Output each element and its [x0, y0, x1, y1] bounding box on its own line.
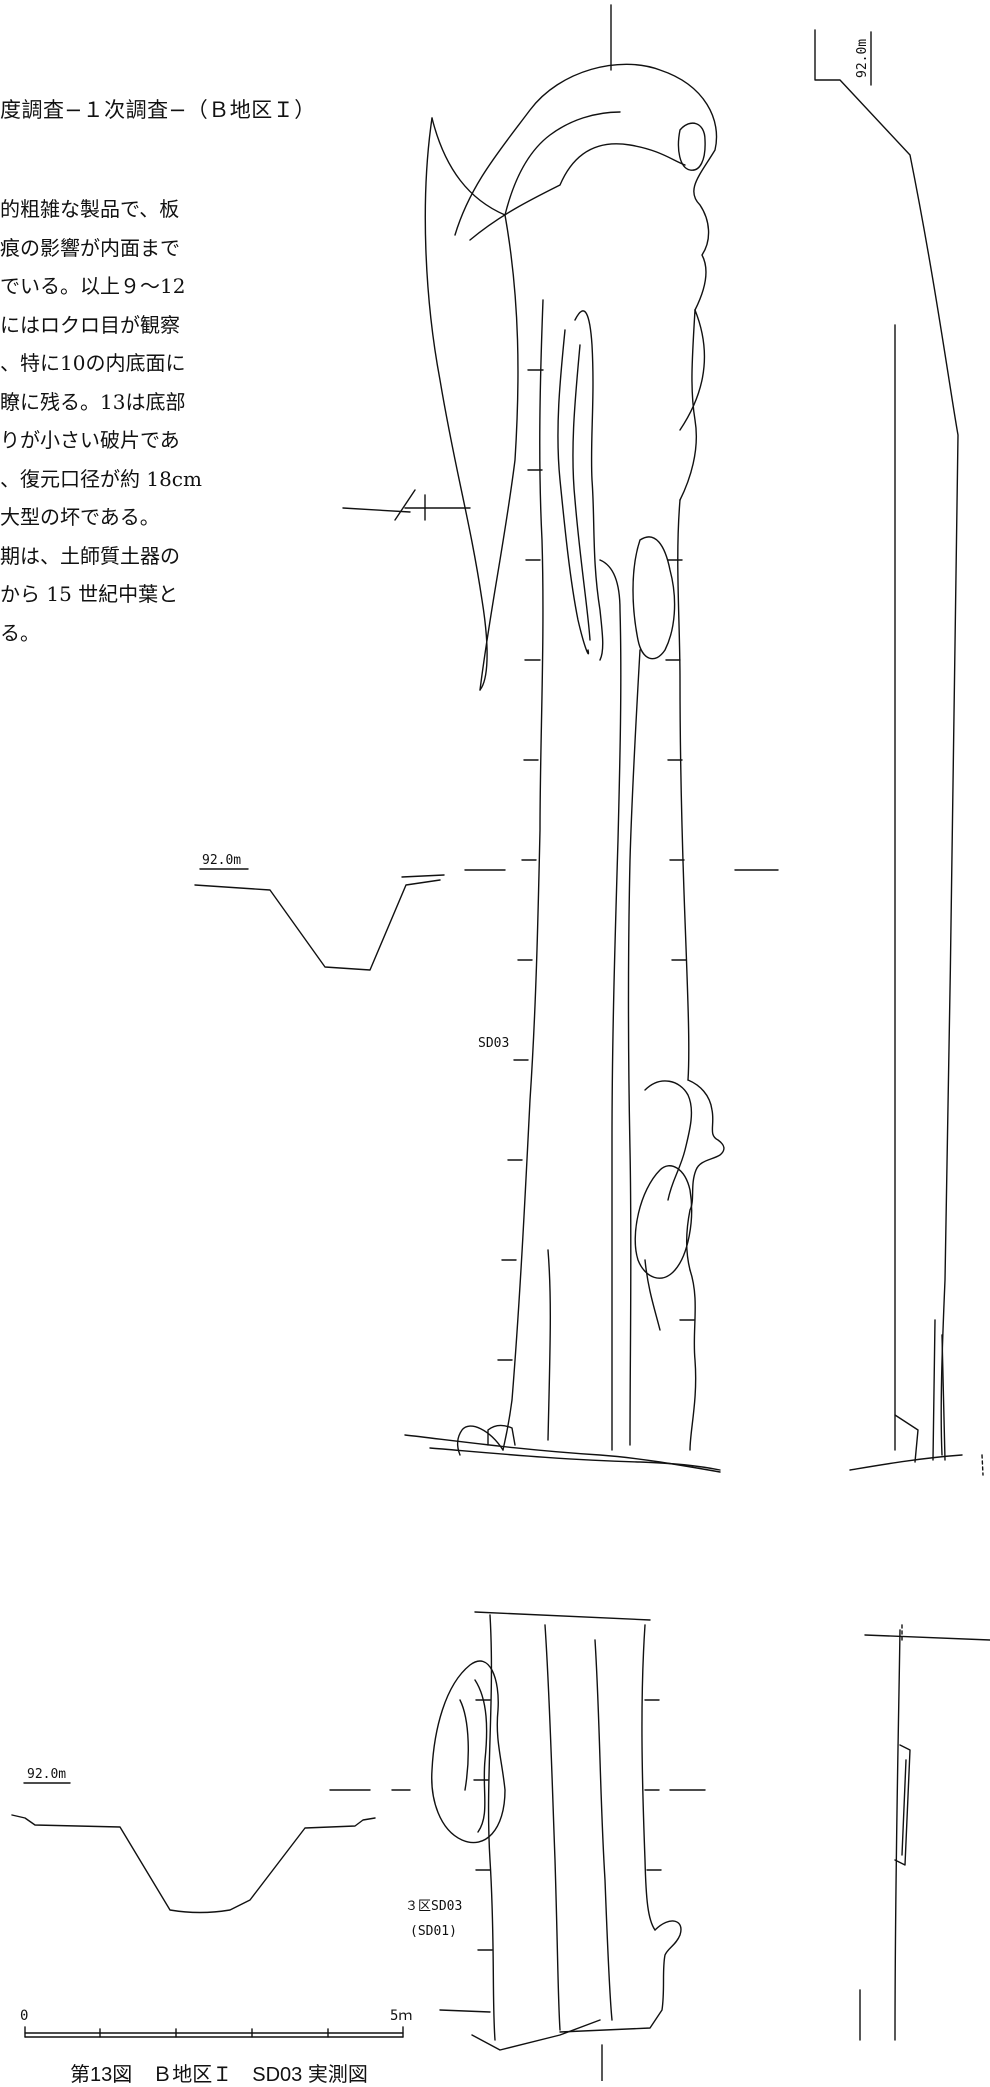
ditch-outline: [632, 536, 676, 660]
ditch-outline: [504, 111, 621, 216]
elevation-label-mid: 92.0m: [202, 853, 241, 868]
ditch-label-3ku-sd03: ３区SD03: [405, 1899, 462, 1914]
ditch-outline: [644, 1259, 661, 1331]
body-text: 的粗雑な製品で、板 痕の影響が内面まで でいる。以上９〜12 にはロクロ目が観察…: [0, 190, 215, 652]
ditch-outline: [502, 299, 544, 1451]
elevation-line: [941, 1334, 946, 1461]
body-line: る。: [0, 620, 40, 645]
baseline: [849, 1454, 963, 1471]
ditch-outline: [559, 1920, 682, 2033]
right-elevation-upper: 92.0m: [814, 29, 984, 1476]
datum-mark: [342, 489, 471, 521]
elevation-outline: [894, 1744, 911, 1866]
hachure-ticks: [473, 1699, 662, 1951]
elevation-label-bottom: 92.0m: [27, 1767, 66, 1782]
right-elevation-lower: [859, 1624, 990, 2041]
figure-caption: 第13図 Ｂ地区Ｉ SD03 実測図: [70, 2064, 368, 2086]
ditch-label-sd03: SD03: [478, 1036, 509, 1051]
ditch-outline: [574, 310, 604, 661]
body-line: りが小さい破片であ: [0, 428, 180, 452]
ditch-outline: [431, 117, 519, 691]
upper-plan: SD03: [342, 4, 779, 1473]
body-line: 痕の影響が内面まで: [0, 235, 180, 260]
body-line: 大型の坏である。: [0, 505, 160, 529]
elevation-outline: [864, 1634, 990, 1641]
elevation-line: [901, 1759, 907, 1856]
ditch-outline: [459, 1699, 469, 1791]
ditch-outline: [487, 1424, 516, 1446]
baseline: [439, 2009, 601, 2051]
lower-plan: ３区SD03 (SD01): [329, 1611, 706, 2081]
body-line: 、特に10の内底面に: [0, 351, 186, 375]
ditch-outline: [454, 63, 718, 311]
ditch-outline: [474, 1679, 488, 1833]
section-profile: [11, 1814, 376, 1914]
ditch-outline: [627, 649, 641, 1446]
section-profile: [194, 879, 441, 971]
ditch-outline: [599, 559, 622, 1451]
ditch-outline: [644, 1080, 693, 1201]
cross-section-mid: 92.0m: [194, 853, 445, 971]
body-line: から 15 世紀中葉と: [0, 582, 179, 606]
ditch-outline: [689, 1269, 697, 1451]
ditch-outline: [679, 309, 698, 501]
elevation-line: [932, 1319, 936, 1461]
elevation-outline: [814, 29, 959, 1456]
cross-section-bottom: 92.0m: [11, 1767, 376, 1914]
body-line: 瞭に残る。13は底部: [0, 389, 186, 414]
baseline: [429, 1447, 721, 1471]
body-line: 的粗雑な製品で、板: [0, 197, 180, 221]
elevation-label-top-right: 92.0m: [855, 39, 870, 78]
ditch-outline: [594, 1639, 613, 2021]
body-line: でいる。以上９〜12: [0, 274, 186, 298]
ditch-outline: [424, 117, 488, 691]
ditch-outline: [677, 122, 706, 171]
ditch-outline: [547, 1249, 552, 1441]
ditch-outline: [557, 329, 590, 655]
hachure-ticks: [497, 369, 695, 1361]
report-header: 度調査−１次調査−（Ｂ地区Ｉ）: [0, 98, 316, 122]
scale-label-zero: 0: [20, 2008, 28, 2024]
ditch-outline: [474, 1611, 651, 1621]
ditch-outline: [677, 499, 690, 1081]
ditch-outline: [431, 1660, 506, 1844]
elevation-line: [981, 1454, 984, 1476]
ditch-outline: [469, 143, 686, 241]
ditch-outline: [634, 1165, 693, 1279]
ditch-outline: [641, 1624, 656, 1931]
elevation-outline: [894, 1629, 901, 2041]
body-line: 期は、土師質土器の: [0, 543, 180, 568]
ditch-outline: [572, 344, 591, 641]
ditch-outline: [487, 1614, 496, 2041]
ditch-outline: [544, 1624, 561, 2031]
body-line: にはロクロ目が観察: [0, 312, 180, 337]
ditch-outline: [679, 309, 706, 431]
ditch-label-sd01: (SD01): [410, 1924, 457, 1939]
elevation-outline: [894, 1414, 919, 1463]
scale-label-end: 5ｍ: [390, 2008, 412, 2024]
ditch-outline: [685, 1079, 725, 1271]
ditch-outline: [456, 1425, 504, 1456]
baseline: [404, 1434, 721, 1473]
section-profile: [401, 874, 445, 878]
body-line: 、復元口径が約 18cm: [0, 466, 202, 491]
scale-bar: 0 5ｍ: [20, 2008, 412, 2038]
